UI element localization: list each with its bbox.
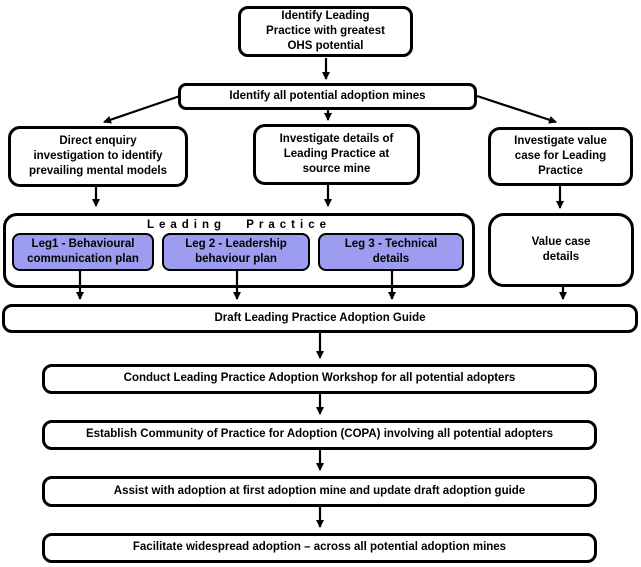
node-investigate-details: Investigate details of Leading Practice … xyxy=(253,124,420,185)
node-assist-first-mine: Assist with adoption at first adoption m… xyxy=(42,476,597,507)
node-investigate-value-case: Investigate value case for Leading Pract… xyxy=(488,127,633,186)
flow-arrow xyxy=(476,94,557,124)
node-establish-copa: Establish Community of Practice for Adop… xyxy=(42,420,597,450)
node-leg3-technical-details: Leg 3 - Technical details xyxy=(318,233,464,271)
node-identify-leading-practice: Identify Leading Practice with greatest … xyxy=(238,6,413,57)
node-leg1-behavioural-communication-plan: Leg1 - Behavioural communication plan xyxy=(12,233,154,271)
node-draft-adoption-guide: Draft Leading Practice Adoption Guide xyxy=(2,304,638,333)
node-adoption-workshop: Conduct Leading Practice Adoption Worksh… xyxy=(42,364,597,394)
flow-arrow xyxy=(103,94,181,124)
leading-practice-group-title: Leading Practice xyxy=(146,219,332,231)
node-leg2-leadership-behaviour-plan: Leg 2 - Leadership behaviour plan xyxy=(162,233,310,271)
node-facilitate-widespread: Facilitate widespread adoption – across … xyxy=(42,533,597,563)
node-value-case-details: Value case details xyxy=(488,213,634,287)
node-identify-adoption-mines: Identify all potential adoption mines xyxy=(178,83,477,110)
node-direct-enquiry: Direct enquiry investigation to identify… xyxy=(8,126,188,187)
